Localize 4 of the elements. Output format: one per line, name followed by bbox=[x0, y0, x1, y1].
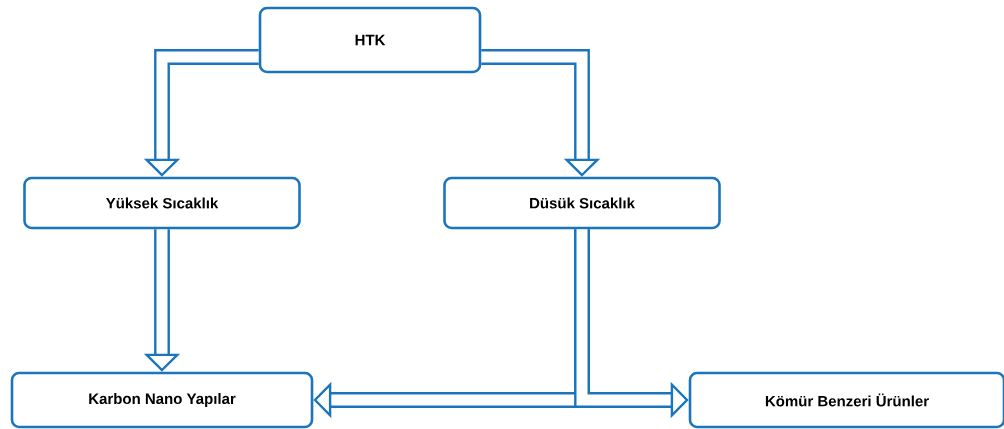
process-box: HTK bbox=[258, 6, 482, 74]
block-arrow bbox=[481, 49, 601, 177]
process-box: Kömür Benzeri Ürünler bbox=[688, 371, 1004, 429]
process-box: Karbon Nano Yapılar bbox=[10, 371, 314, 429]
